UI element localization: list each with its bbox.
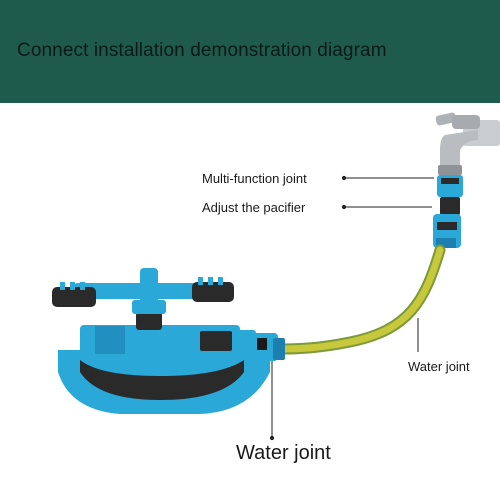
header-background [0, 0, 500, 103]
multi-function-joint-label: Multi-function joint [202, 171, 307, 186]
connector-icon [433, 175, 463, 248]
adjust-pacifier-label: Adjust the pacifier [202, 200, 306, 215]
sprinkler-icon [52, 268, 270, 414]
hose-icon [276, 244, 446, 355]
water-joint-bottom-label: Water joint [236, 442, 331, 464]
water-joint-right-label: Water joint [408, 359, 470, 374]
faucet-icon [435, 112, 500, 175]
page-title: Connect installation demonstration diagr… [17, 40, 387, 61]
leader-lines [269, 175, 434, 441]
